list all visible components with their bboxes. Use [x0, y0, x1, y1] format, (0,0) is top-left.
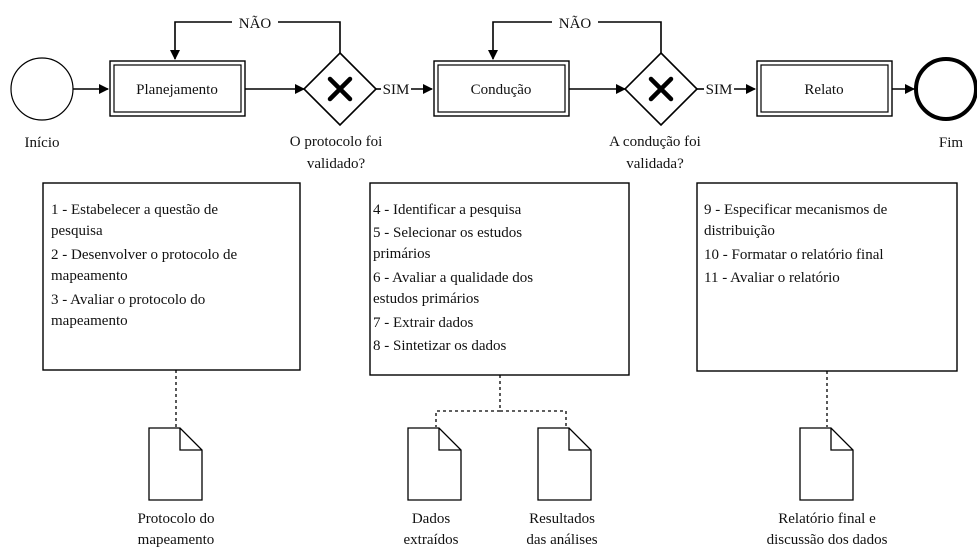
note-line: distribuição [704, 223, 775, 239]
gateway-1-question-line-1: O protocolo foi [290, 134, 382, 150]
end-event [914, 57, 977, 121]
gateway-2-question-line-1: A condução foi [609, 134, 701, 150]
document-label-line: extraídos [404, 532, 459, 547]
flow-gateway-2-no [598, 21, 662, 53]
start-label: Início [25, 135, 60, 151]
task-planejamento: Planejamento [109, 60, 246, 117]
document-icon-extracted-data [407, 427, 462, 501]
note-line: 8 - Sintetizar os dados [373, 338, 506, 354]
note-line: 9 - Especificar mecanismos de [704, 202, 888, 218]
gateway-2-question-line-2: validada? [626, 156, 684, 172]
document-label-line: das análises [526, 532, 597, 547]
note-line: 11 - Avaliar o relatório [704, 270, 840, 286]
annotation-box-planning: 1 - Estabelecer a questão de pesquisa 2 … [42, 182, 301, 371]
note-line: 1 - Estabelecer a questão de [51, 202, 218, 218]
annotation-box-conduction: 4 - Identificar a pesquisa 5 - Seleciona… [369, 182, 630, 376]
note-line: primários [373, 246, 431, 262]
end-label: Fim [939, 135, 964, 151]
note-line: 2 - Desenvolver o protocolo de [51, 247, 238, 263]
document-label-line: mapeamento [138, 532, 215, 547]
document-icon-final-report [799, 427, 854, 501]
task-label: Planejamento [136, 82, 218, 98]
document-label-line: Protocolo do [137, 511, 214, 527]
gateway-1-no-label: NÃO [239, 16, 272, 32]
task-conducao: Condução [433, 60, 570, 117]
note-line: 7 - Extrair dados [373, 315, 474, 331]
note-line: estudos primários [373, 291, 479, 307]
document-label-line: Relatório final e [778, 511, 876, 527]
document-label-line: Resultados [529, 511, 595, 527]
note-line: mapeamento [51, 268, 128, 284]
gateway-1-question-line-2: validado? [307, 156, 366, 172]
gateway-1-yes-label: SIM [383, 82, 410, 98]
note-line: 10 - Formatar o relatório final [704, 247, 884, 263]
annotation-box-reporting: 9 - Especificar mecanismos de distribuiç… [696, 182, 958, 372]
note-line: pesquisa [51, 223, 103, 239]
note-line: 3 - Avaliar o protocolo do [51, 292, 205, 308]
document-icon-analysis-results [537, 427, 592, 501]
association-conduction-to-documents [435, 375, 501, 427]
note-line: mapeamento [51, 313, 128, 329]
task-label: Relato [804, 82, 843, 98]
flow-gateway-1-no-return [170, 21, 232, 60]
note-line: 4 - Identificar a pesquisa [373, 202, 522, 218]
association-conduction-to-results [500, 410, 567, 427]
note-line: 5 - Selecionar os estudos [373, 225, 522, 241]
gateway-conduction-validated [623, 51, 699, 127]
gateway-protocol-validated [302, 51, 378, 127]
note-line: 6 - Avaliar a qualidade dos [373, 270, 533, 286]
flow-gateway-2-no-return [488, 21, 552, 60]
task-label: Condução [471, 82, 532, 98]
document-label-line: Dados [412, 511, 450, 527]
start-event [10, 57, 74, 121]
document-icon-protocol [148, 427, 203, 501]
flow-gateway-1-no [278, 21, 341, 53]
gateway-2-yes-label: SIM [706, 82, 733, 98]
task-relato: Relato [756, 60, 893, 117]
gateway-2-no-label: NÃO [559, 16, 592, 32]
document-label-line: discussão dos dados [767, 532, 888, 547]
